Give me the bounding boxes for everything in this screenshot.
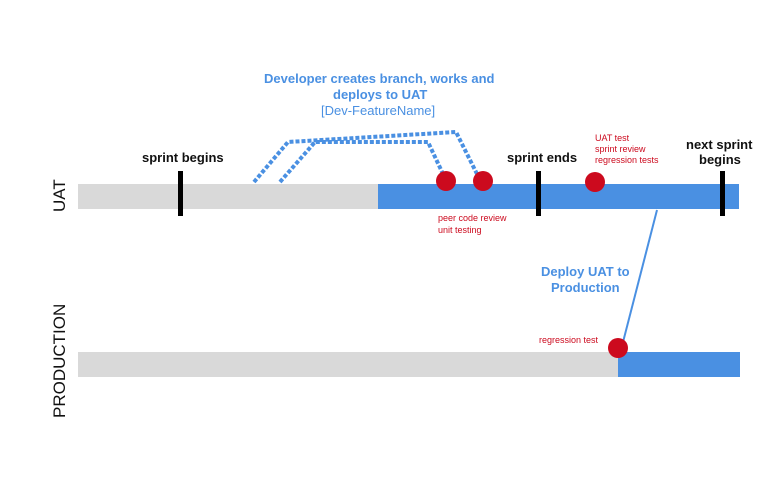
deploy-note-line1: Deploy UAT to (541, 264, 630, 279)
deploy-note-line2: Production (551, 280, 620, 295)
production-grey-bar (78, 352, 618, 377)
uat-blue-bar (378, 184, 739, 209)
regression-test-label: regression test (539, 335, 599, 345)
regression-tests-label: regression tests (595, 155, 659, 165)
uat-test-marker (585, 172, 605, 192)
branch-path-inner (278, 140, 445, 184)
sprint-begins-label: sprint begins (142, 150, 224, 165)
peer-review-label: peer code review (438, 213, 507, 223)
unit-testing-marker (473, 171, 493, 191)
developer-note-line3: [Dev-FeatureName] (321, 103, 436, 118)
sprint-begins-tick (178, 171, 183, 216)
sprint-ends-label: sprint ends (507, 150, 578, 165)
uat-grey-bar (78, 184, 378, 209)
next-sprint-label-line1: next sprint (686, 137, 753, 152)
regression-test-marker (608, 338, 628, 358)
sprint-review-label: sprint review (595, 144, 646, 154)
sprint-ends-tick (536, 171, 541, 216)
branch-path-outer (252, 129, 479, 184)
uat-lane-label: UAT (50, 179, 69, 212)
production-lane-label: PRODUCTION (50, 303, 69, 418)
production-blue-bar (618, 352, 740, 377)
uat-test-label: UAT test (595, 133, 630, 143)
developer-note-line1: Developer creates branch, works and (264, 71, 495, 86)
unit-testing-label: unit testing (438, 225, 482, 235)
peer-review-marker (436, 171, 456, 191)
next-sprint-tick (720, 171, 725, 216)
developer-note-line2: deploys to UAT (333, 87, 428, 102)
deploy-arrow-line (621, 209, 658, 347)
next-sprint-label-line2: begins (699, 152, 741, 167)
